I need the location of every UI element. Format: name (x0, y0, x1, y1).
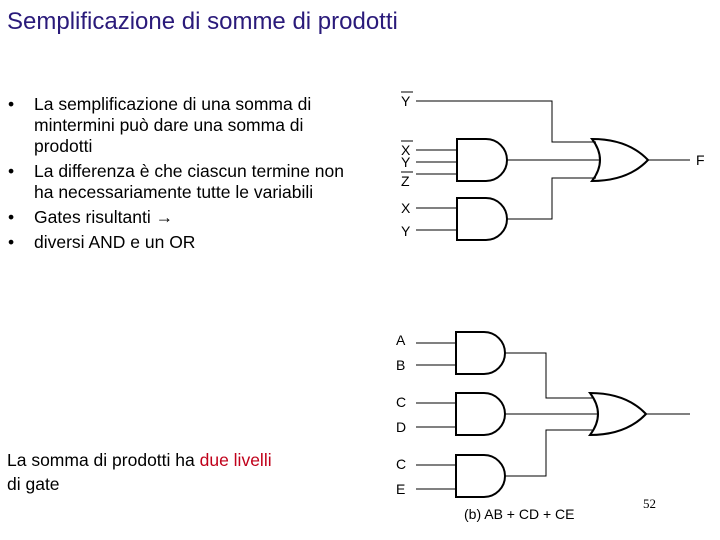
note-text-end: di gate (7, 474, 60, 494)
input-label: Z (401, 173, 410, 189)
and-gate (455, 454, 506, 498)
list-item: • La differenza è che ciascun termine non… (8, 161, 358, 203)
and-gate (456, 138, 508, 182)
input-label: Y (401, 223, 411, 239)
bullet-marker: • (8, 232, 15, 252)
wire-ce-out (505, 429, 594, 477)
circuit-caption: (b) AB + CD + CE (464, 506, 574, 522)
input-label: Y (401, 93, 411, 109)
list-item: • La semplificazione di una somma di mint… (8, 94, 358, 157)
input-label: D (396, 419, 406, 435)
input-label: X (401, 200, 411, 216)
and-gate (456, 197, 508, 241)
input-label: A (396, 332, 406, 348)
input-label: E (396, 481, 405, 497)
page-number: 52 (643, 496, 656, 511)
bullet-marker: • (8, 207, 15, 227)
list-item: • diversi AND e un OR (8, 232, 358, 253)
bullet-text: La differenza è che ciascun termine non … (34, 161, 345, 202)
or-gate (587, 391, 648, 437)
note-highlight: due livelli (199, 450, 272, 470)
bullet-marker: • (8, 161, 15, 181)
or-gate (589, 137, 650, 183)
input-label: C (396, 394, 406, 410)
note-text: La somma di prodotti ha (7, 450, 200, 470)
bullet-text: Gates risultanti → (34, 207, 174, 227)
and-gate (455, 392, 506, 436)
two-level-note: La somma di prodotti ha due livelli di g… (7, 448, 277, 496)
bullet-list: • La semplificazione di una somma di mint… (8, 94, 358, 257)
circuit-a (416, 100, 690, 241)
bullet-text: diversi AND e un OR (34, 232, 196, 252)
list-item: • Gates risultanti → (8, 207, 358, 228)
wire-ab-out (505, 352, 594, 399)
bullet-marker: • (8, 94, 15, 114)
circuit-b (416, 331, 690, 498)
bullet-text: La semplificazione di una somma di minte… (34, 94, 312, 156)
and-gate (455, 331, 506, 375)
page-title: Semplificazione di somme di prodotti (7, 8, 398, 35)
wire-ybar (416, 100, 596, 143)
output-label: F (696, 152, 705, 168)
input-label: X (401, 142, 411, 158)
input-label: C (396, 456, 406, 472)
input-label: Y (401, 154, 411, 170)
wire-and2-out (507, 177, 596, 220)
input-label: B (396, 357, 405, 373)
